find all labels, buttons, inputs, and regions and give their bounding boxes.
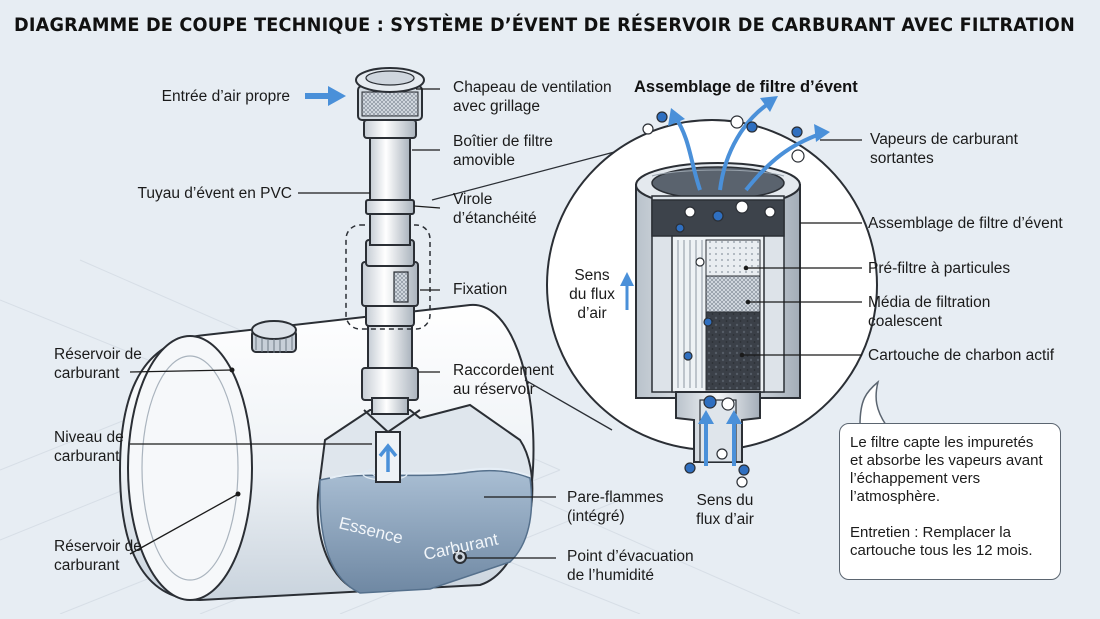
label-fixing: Fixation	[453, 281, 508, 298]
label-tank-connection: Raccordement au réservoir	[453, 362, 554, 398]
filter-subtitle: Assemblage de filtre d’évent	[634, 78, 858, 96]
air-inlet-arrow	[305, 86, 346, 106]
label-tank-top: Réservoir de carburant	[54, 346, 142, 382]
label-vent-cap: Chapeau de ventilation avec grillage	[453, 79, 612, 115]
seal-ferrule	[365, 199, 415, 215]
info-note: Le filtre capte les impuretés et absorbe…	[839, 423, 1061, 580]
label-seal-ferrule: Virole d’étanchéité	[453, 191, 537, 227]
flow-up-arrow	[620, 272, 634, 310]
note-tail	[859, 379, 887, 426]
leader-lines	[129, 88, 556, 559]
label-air-inlet: Entrée d’air propre	[161, 88, 290, 105]
coalescent-layer	[705, 275, 761, 313]
vapour-bubbles	[642, 111, 805, 488]
label-filter-housing: Boîtier de filtre amovible	[453, 133, 553, 169]
label-vapours-out: Vapeurs de carburant sortantes	[870, 131, 1018, 167]
label-filter-assembly: Assemblage de filtre d’évent	[868, 215, 1063, 232]
internal-flow-arrow	[378, 443, 398, 472]
filter-housing-ring	[363, 119, 417, 139]
filler-cap	[251, 320, 297, 353]
diagram-title: DIAGRAMME DE COUPE TECHNIQUE : SYSTÈME D…	[14, 14, 1075, 36]
filter-flow-arrowheads	[668, 96, 830, 424]
note-text-filter: Le filtre capte les impuretés et absorbe…	[850, 434, 1043, 505]
tank-connection-fitting	[361, 367, 419, 401]
filter-detail	[546, 119, 878, 463]
label-pvc-pipe: Tuyau d’évent en PVC	[137, 185, 292, 202]
label-flow-direction-bottom: Sens du flux d’air	[696, 492, 754, 528]
fuel-tank	[118, 303, 535, 602]
filter-leader-lines	[742, 139, 862, 356]
fuel-liquid	[319, 469, 533, 594]
vent-pipe	[345, 67, 431, 483]
carbon-layer	[705, 311, 761, 391]
label-fuel-level: Niveau de carburant	[54, 429, 124, 465]
label-flow-direction-left: Sens du flux d’air	[569, 267, 615, 322]
prefilter-layer	[705, 239, 761, 277]
note-text-maintenance: Entretien : Remplacer la cartouche tous …	[850, 524, 1033, 559]
label-tank-bottom: Réservoir de carburant	[54, 538, 142, 574]
fixing-clamp	[361, 261, 419, 307]
detail-connector-lower	[524, 379, 613, 431]
label-moisture-drain: Point d’évacuation de l’humidité	[567, 548, 694, 584]
label-carbon: Cartouche de charbon actif	[868, 347, 1055, 364]
label-coalescent: Média de filtration coalescent	[868, 294, 991, 330]
tank-end-cap	[127, 335, 253, 601]
filter-flow-arrows	[674, 102, 821, 466]
vent-cap	[355, 67, 425, 121]
label-flame-arrester: Pare-flammes (intégré)	[567, 489, 664, 525]
label-prefilter: Pré-filtre à particules	[868, 260, 1011, 277]
detail-connector-upper	[431, 149, 623, 201]
